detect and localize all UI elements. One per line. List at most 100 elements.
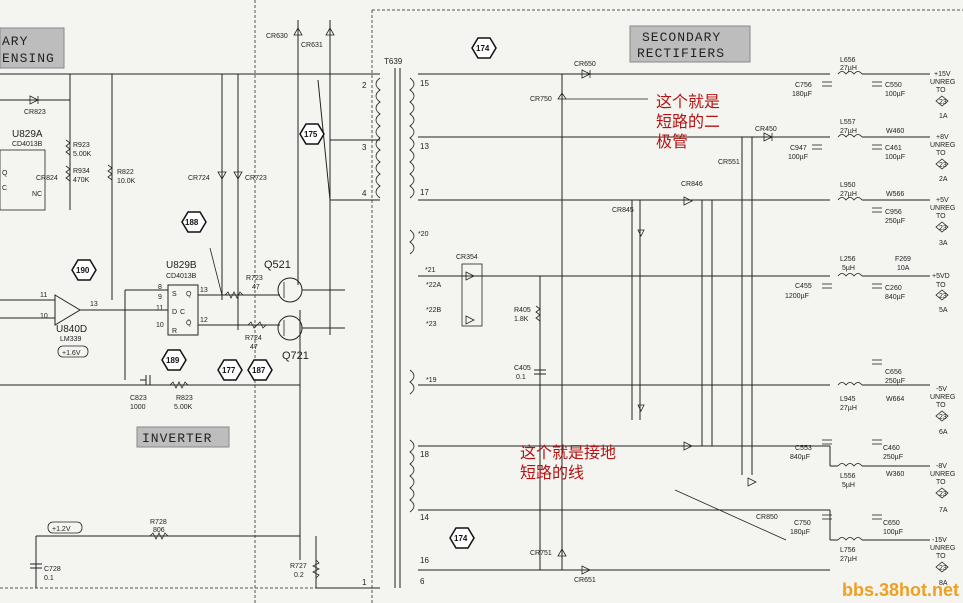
rail-to: TO [936,479,946,486]
r728-value: 806 [153,527,165,534]
svg-text:C: C [180,309,185,316]
rail-inductor-value: 27µH [840,65,857,72]
rail-pin: 2A [939,176,948,183]
r405-value: 1.8K [514,316,529,323]
svg-text:C: C [2,185,7,192]
diode-note-line: 短路的二 [656,112,721,131]
sensing-circuit: CR823 U829A CD4013B QC NC R923 5.00K R93… [0,20,365,335]
secondary-pin: 17 [420,188,429,197]
rail-pin: 5A [939,307,948,314]
rail-inductor-label: L557 [840,119,856,126]
nc-label: NC [32,191,42,198]
u829b-ic-label: CD4013B [166,273,197,280]
rail-plus5v: L950 27µH W566 C956 250µF +5V UNREG TO 2… [837,182,955,247]
secondary-pin: *22B [426,307,442,314]
rail-cap2-label: C260 [885,285,902,292]
rail-inductor-label: L756 [840,547,856,554]
secondary-pin: 15 [420,79,429,88]
svg-text:175: 175 [304,130,318,139]
q521-label: Q521 [264,259,291,271]
rail-cap1-label: C750 [794,520,811,527]
cr651-label: CR651 [574,577,596,584]
rail-unreg: UNREG [930,205,955,212]
diode-note-line: 极管 [656,132,689,151]
rail-to: TO [936,402,946,409]
cr724-label: CR724 [188,175,210,182]
diode-note-line: 这个就是 [656,92,721,111]
rail-unreg: UNREG [930,394,955,401]
r822-label: R822 [117,169,134,176]
secondary-pin: *20 [418,231,429,238]
rail-cap2-label: C550 [885,82,902,89]
svg-text:RECTIFIERS: RECTIFIERS [637,46,725,61]
rail-inductor-value: 27µH [840,191,857,198]
hex-ref-175: 175 [299,123,325,145]
cr750-label: CR750 [530,96,552,103]
hex-ref-188: 188 [181,211,207,233]
svg-text:190: 190 [76,266,90,275]
rail-unreg: UNREG [930,142,955,149]
rail-plus8v: L557 27µH C947 100µF W460 C461 100µF +8V… [788,119,955,183]
primary-pin-4: 4 [362,189,367,198]
rail-cap2-label: C656 [885,369,902,376]
svg-text:13: 13 [200,287,208,294]
mosfet-drivers: R723 47 R724 47 Q521 Q721 [224,259,345,560]
rail-hex: 23 [939,565,947,572]
cr630-label: CR630 [266,33,288,40]
rail-inductor-label: L945 [840,396,856,403]
rail-cap2-value: 250µF [883,454,903,461]
rail-cap1-value: 180µF [790,529,810,536]
rail-cap2-value: 100µF [885,154,905,161]
hex-ref-190: 190 [71,259,97,281]
svg-text:ARY: ARY [2,34,28,49]
rail-wire: W664 [886,396,904,403]
rail-inductor-label: L656 [840,57,856,64]
u829a-label: U829A [12,129,43,140]
rail-fuse-label: F269 [895,256,911,263]
rail-cap2-value: 250µF [885,218,905,225]
cr824-label: CR824 [36,175,58,182]
rail-inductor-value: 27µH [840,405,857,412]
secondary-pin: 16 [420,556,429,565]
svg-text:Q: Q [186,291,192,298]
u829b-label: U829B [166,260,197,271]
rail-inductor-value: 27µH [840,556,857,563]
c823-label: C823 [130,395,147,402]
u829a-ic-label: CD4013B [12,141,43,148]
rail-unreg: UNREG [930,79,955,86]
ground-short-annotation: 这个就是接地 短路的线 [520,443,616,483]
rail-hex: 23 [939,162,947,169]
primary-pin-1: 1 [362,578,367,587]
r934-value: 470K [73,177,90,184]
rail-fuse-value: 10A [897,265,910,272]
primary-pin-2: 2 [362,81,367,90]
rail-voltage: +8V [936,134,949,141]
hex-ref-174-bottom: 174 [449,527,475,549]
secondary-pin: 13 [420,142,429,151]
svg-text:174: 174 [476,44,490,53]
rail-hex: 23 [939,99,947,106]
svg-text:SECONDARY: SECONDARY [642,30,721,45]
r724-label: R724 [245,335,262,342]
svg-text:177: 177 [222,366,236,375]
secondary-pin: 6 [420,577,425,586]
svg-text:Q: Q [2,170,8,177]
r923-value: 5.00K [73,151,92,158]
ref-1-2v-label: +1.2V [52,526,71,533]
svg-text:Q̄: Q̄ [186,319,192,327]
svg-text:174: 174 [454,534,468,543]
c405-value: 0.1 [516,374,526,381]
rail-unreg: UNREG [930,471,955,478]
rail-inductor-label: L256 [840,256,856,263]
ground-pointer [674,489,787,541]
c728-value: 0.1 [44,575,54,582]
r823-label: R823 [176,395,193,402]
rail-plus5vd: L256 5µH C455 1200µF F269 10A C260 840µF… [785,256,950,314]
rail-minus15v: L756 27µH C750 180µF C650 100µF -15V UNR… [790,514,955,587]
r728-label: R728 [150,519,167,526]
rail-inductor-label: L556 [840,473,856,480]
diode-short-annotation: 这个就是 短路的二 极管 [656,92,720,152]
svg-text:ENSING: ENSING [2,51,55,66]
rail-cap2-value: 840µF [885,294,905,301]
rail-voltage: +5VD [932,273,950,280]
